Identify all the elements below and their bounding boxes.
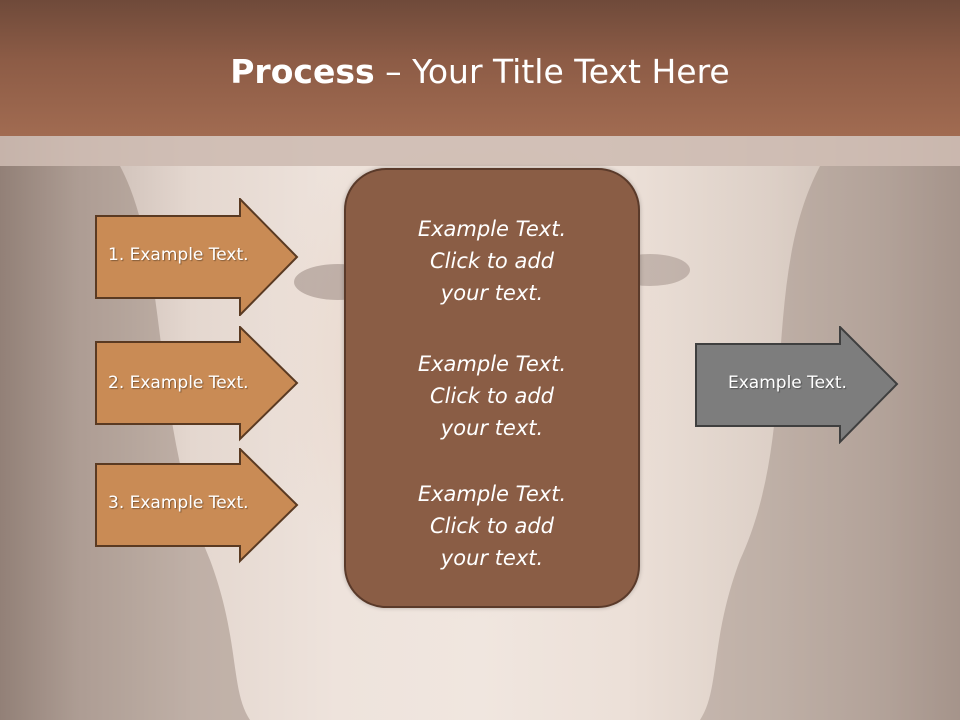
title-bar bbox=[0, 0, 960, 136]
center-paragraph-2: Example Text. Click to add your text. bbox=[346, 348, 638, 444]
title-rest: – Your Title Text Here bbox=[374, 52, 730, 91]
center-paragraph-3: Example Text. Click to add your text. bbox=[346, 478, 638, 574]
step-arrow-1[interactable]: 1. Example Text. bbox=[95, 198, 299, 316]
output-label: Example Text. bbox=[728, 373, 847, 393]
step-arrow-3[interactable]: 3. Example Text. bbox=[95, 448, 299, 566]
paragraph-line: your text. bbox=[440, 281, 544, 305]
paragraph-line: Click to add bbox=[429, 384, 554, 408]
arrow-right-icon bbox=[695, 326, 899, 444]
step-label-2: 2. Example Text. bbox=[108, 373, 249, 393]
step-arrow-2[interactable]: 2. Example Text. bbox=[95, 326, 299, 444]
center-paragraph-1: Example Text. Click to add your text. bbox=[346, 213, 638, 309]
paragraph-line: your text. bbox=[440, 546, 544, 570]
paragraph-line: your text. bbox=[440, 416, 544, 440]
arrow-right-icon bbox=[95, 326, 299, 442]
title-underline-strip bbox=[0, 136, 960, 166]
arrow-right-icon bbox=[95, 198, 299, 316]
paragraph-line: Click to add bbox=[429, 514, 554, 538]
paragraph-line: Example Text. bbox=[417, 352, 567, 376]
step-label-3: 3. Example Text. bbox=[108, 493, 249, 513]
title-bold: Process bbox=[230, 52, 375, 91]
paragraph-line: Click to add bbox=[429, 249, 554, 273]
paragraph-line: Example Text. bbox=[417, 482, 567, 506]
center-text-box[interactable]: Example Text. Click to add your text. Ex… bbox=[344, 168, 640, 608]
arrow-right-icon bbox=[95, 448, 299, 564]
paragraph-line: Example Text. bbox=[417, 217, 567, 241]
step-label-1: 1. Example Text. bbox=[108, 245, 249, 265]
output-arrow[interactable]: Example Text. bbox=[695, 326, 899, 444]
slide-title[interactable]: Process – Your Title Text Here bbox=[0, 52, 960, 91]
